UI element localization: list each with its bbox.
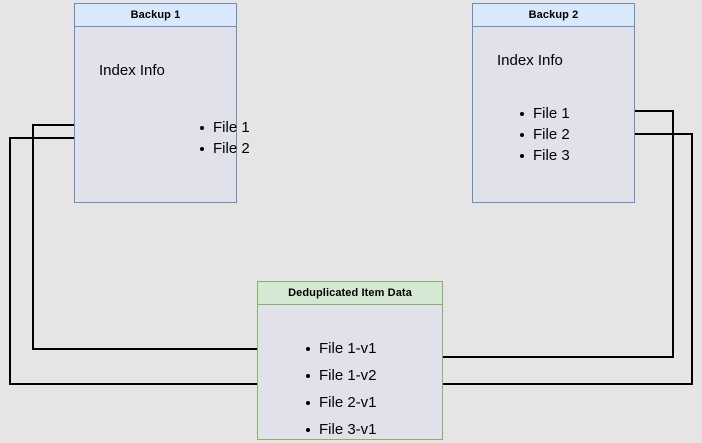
backup-2-file-label: File 2: [533, 126, 570, 143]
backup-2-box: Backup 2 Index Info File 1 File 2 File 3: [472, 3, 635, 203]
backup-2-file-item: File 2: [519, 124, 570, 145]
backup-2-title-bar: Backup 2: [473, 4, 634, 27]
backup-1-file-item: File 2: [199, 138, 250, 159]
deduplicated-item-data-box: Deduplicated Item Data File 1-v1 File 1-…: [257, 281, 443, 440]
backup-2-title: Backup 2: [528, 9, 579, 21]
dedup-item: File 1-v1: [305, 335, 377, 362]
backup-1-title-bar: Backup 1: [75, 4, 236, 27]
backup-2-file-list: File 1 File 2 File 3: [519, 103, 570, 166]
dedup-item-label: File 3-v1: [319, 421, 377, 438]
backup-1-file-list: File 1 File 2: [199, 117, 250, 159]
backup-1-file-label: File 2: [213, 140, 250, 157]
backup-1-file-item: File 1: [199, 117, 250, 138]
backup-1-title: Backup 1: [130, 9, 181, 21]
dedup-item-label: File 1-v1: [319, 340, 377, 357]
backup-2-file-item: File 3: [519, 145, 570, 166]
backup-2-file-item: File 1: [519, 103, 570, 124]
dedup-title: Deduplicated Item Data: [288, 287, 412, 299]
dedup-item-label: File 1-v2: [319, 367, 377, 384]
dedup-title-bar: Deduplicated Item Data: [258, 282, 442, 305]
backup-1-file-label: File 1: [213, 119, 250, 136]
dedup-item-label: File 2-v1: [319, 394, 377, 411]
backup-2-caption: Index Info: [497, 52, 563, 69]
dedup-item: File 3-v1: [305, 416, 377, 443]
backup-1-caption: Index Info: [99, 62, 165, 79]
dedup-item-list: File 1-v1 File 1-v2 File 2-v1 File 3-v1: [305, 335, 377, 443]
backup-1-box: Backup 1 Index Info File 1 File 2: [74, 3, 250, 203]
dedup-item: File 2-v1: [305, 389, 377, 416]
backup-2-file-label: File 3: [533, 147, 570, 164]
dedup-item: File 1-v2: [305, 362, 377, 389]
backup-2-file-label: File 1: [533, 105, 570, 122]
